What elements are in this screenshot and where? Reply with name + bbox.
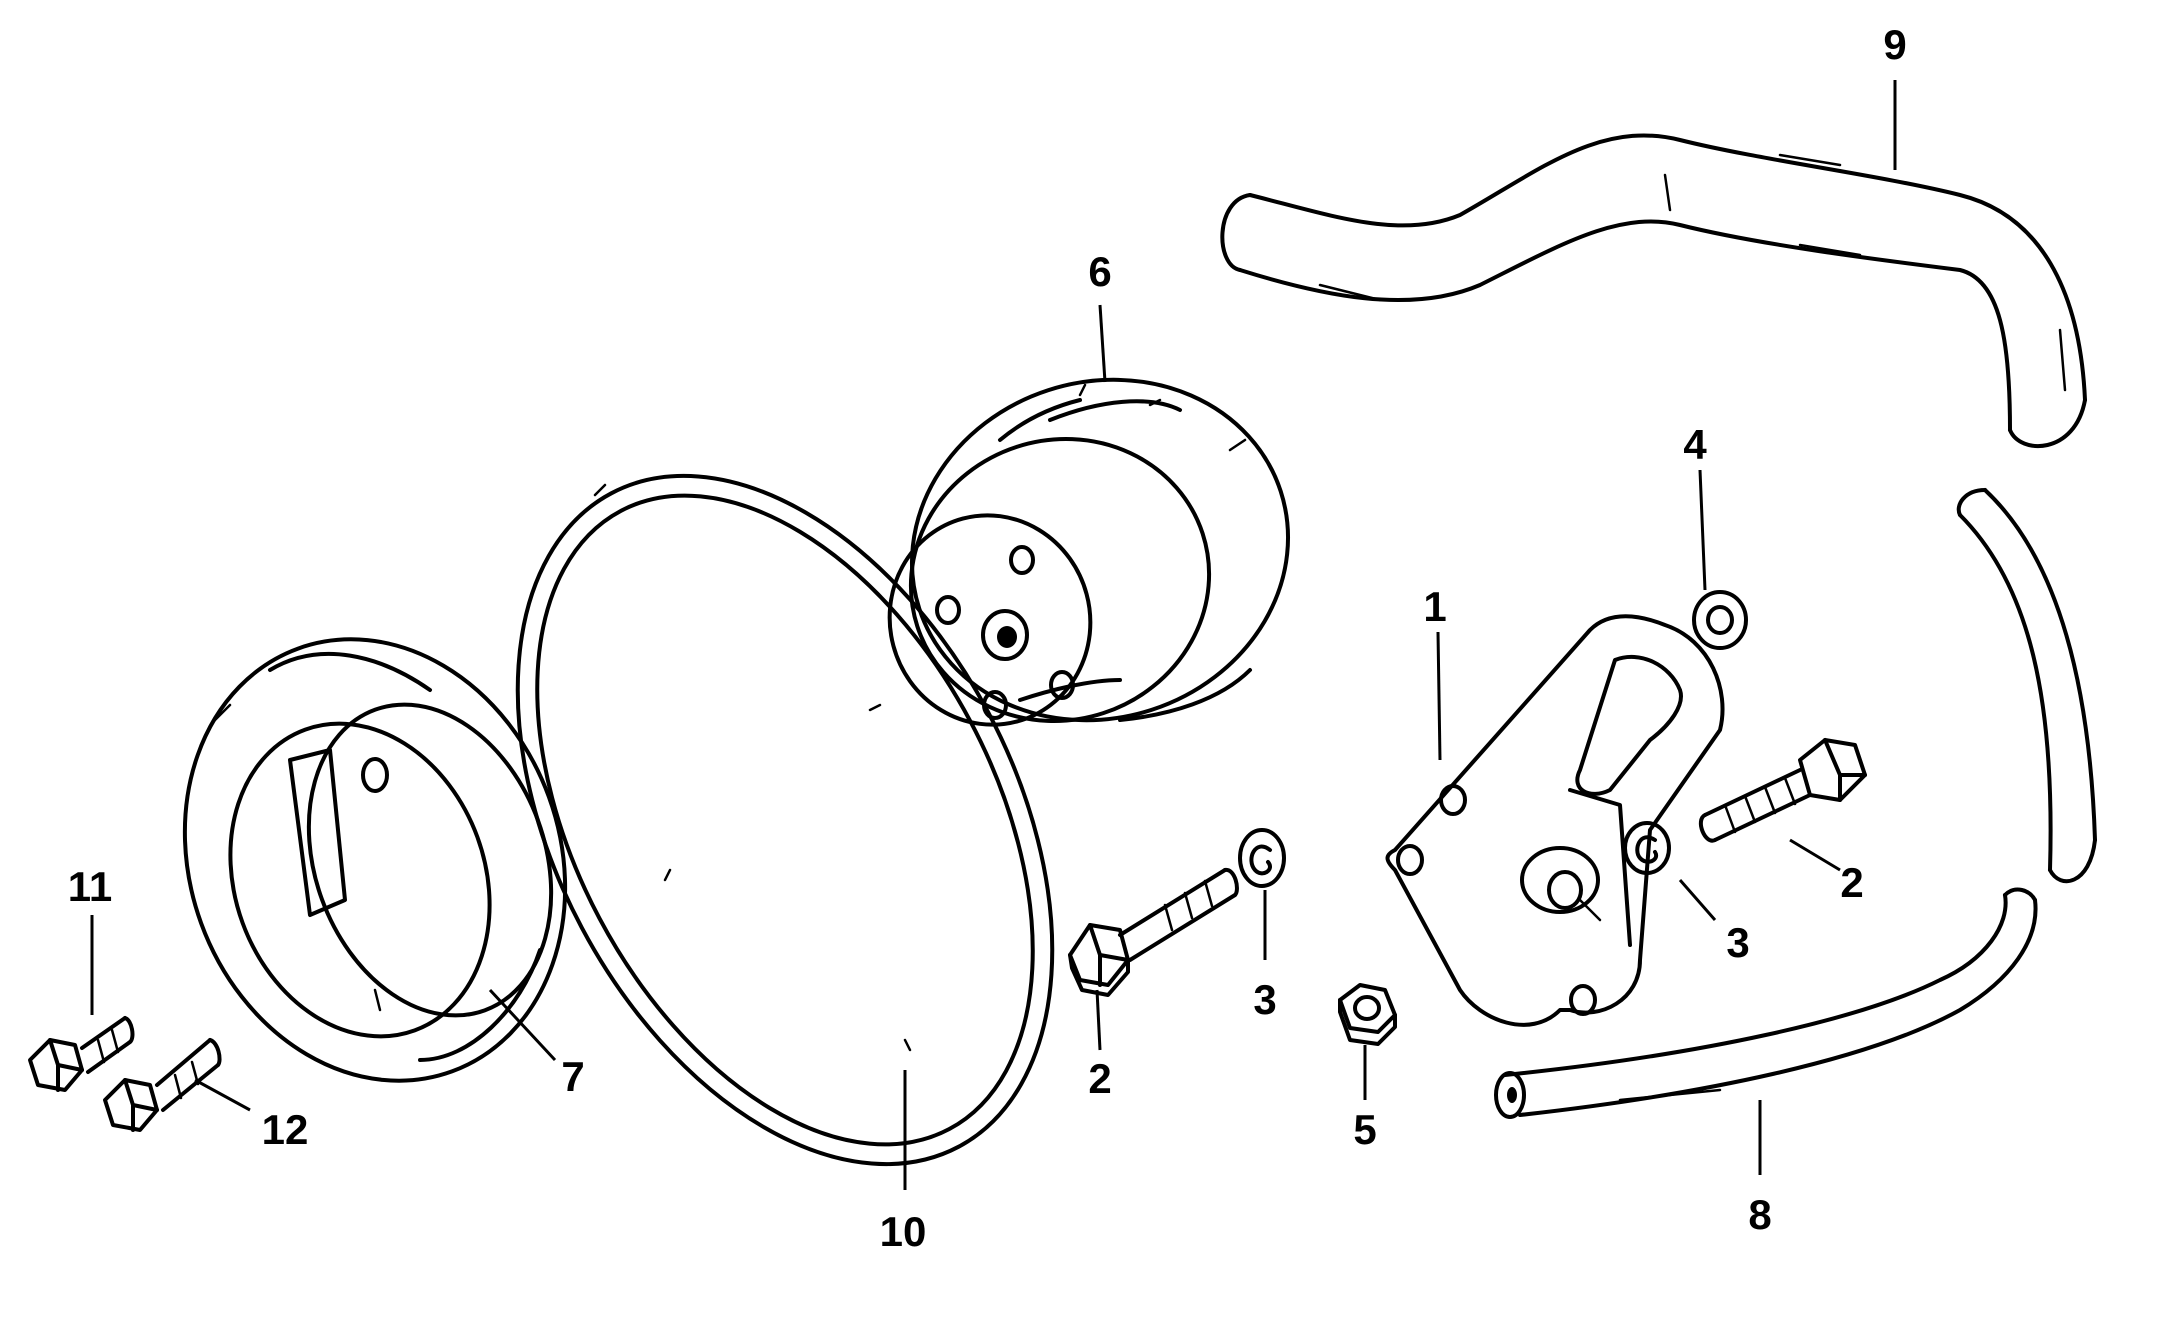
callout-1: 1 — [1423, 583, 1446, 630]
leader-12 — [194, 1078, 251, 1112]
callout-labels: 9 6 4 1 2 3 2 3 5 10 7 11 12 8 — [68, 21, 1907, 1255]
part-8-lower-hose — [1494, 488, 2097, 1119]
callout-9: 9 — [1883, 21, 1906, 68]
part-4-washer — [1692, 590, 1748, 650]
part-7-crank-pulley — [182, 637, 568, 1083]
leader-4 — [1698, 469, 1707, 591]
leader-2-right — [1789, 838, 1841, 872]
callout-2-right: 2 — [1840, 859, 1863, 906]
callout-4: 4 — [1683, 421, 1707, 468]
callout-12: 12 — [262, 1106, 309, 1153]
part-9-upper-hose — [1220, 133, 2087, 449]
leader-lines — [90, 80, 1897, 1190]
callout-2-center: 2 — [1088, 1055, 1111, 1102]
callout-3-center: 3 — [1253, 976, 1276, 1023]
leader-1 — [1436, 631, 1442, 761]
callout-7: 7 — [561, 1053, 584, 1100]
part-10-belt — [515, 473, 1055, 1167]
callout-10: 10 — [880, 1208, 927, 1255]
callout-5: 5 — [1353, 1106, 1376, 1153]
part-2-bolt-center — [1068, 868, 1239, 997]
leader-3-right — [1678, 879, 1717, 921]
part-11-bolt — [28, 1016, 135, 1092]
part-5-nut — [1338, 983, 1397, 1046]
part-3-lockwasher-center — [1238, 828, 1286, 888]
callout-11: 11 — [68, 863, 112, 910]
part-3-lockwasher-right — [1623, 821, 1671, 875]
callout-6: 6 — [1088, 248, 1111, 295]
leader-7 — [488, 988, 557, 1062]
part-6-double-pulley — [887, 377, 1291, 727]
part-1-bracket — [1385, 614, 1725, 1027]
leader-6 — [1098, 304, 1107, 383]
part-2-bolt-right — [1698, 738, 1867, 843]
part-12-bolt — [103, 1038, 222, 1132]
callout-8: 8 — [1748, 1191, 1771, 1238]
leader-2-center — [1095, 989, 1102, 1051]
callout-3-right: 3 — [1726, 919, 1749, 966]
